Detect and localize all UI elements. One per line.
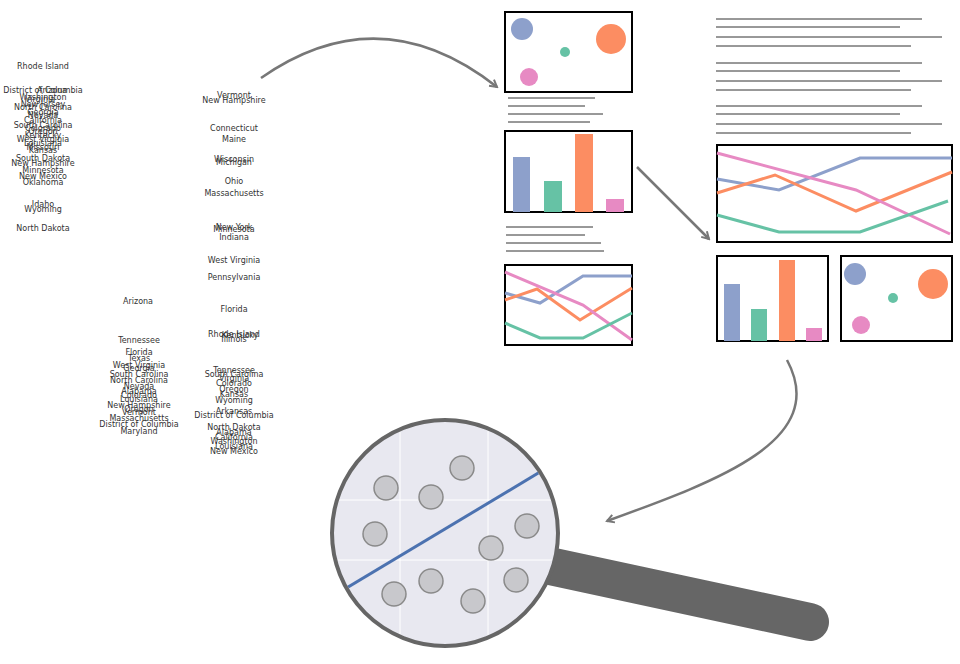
state-label: Oklahoma — [23, 178, 64, 187]
state-label: Indiana — [219, 233, 249, 242]
flow-arrow — [261, 39, 497, 87]
state-label: Tennessee — [118, 336, 160, 345]
state-label: Arizona — [123, 297, 153, 306]
mini-dashboard — [505, 12, 632, 345]
state-label: Michigan — [216, 158, 252, 167]
state-label: Pennsylvania — [208, 273, 261, 282]
state-label: Florida — [220, 305, 247, 314]
flow-arrow — [637, 167, 709, 239]
state-label: Illinois — [221, 335, 246, 344]
state-label: District of Columbia — [194, 411, 273, 420]
state-label: Minnesota — [213, 225, 254, 234]
state-label: Wyoming — [215, 396, 253, 405]
state-label: Ohio — [225, 177, 243, 186]
flow-arrow — [607, 360, 797, 521]
state-label: Kansas — [29, 146, 57, 155]
state-label: New Mexico — [210, 447, 258, 456]
state-label: Massachusetts — [204, 189, 263, 198]
state-label: West Virginia — [208, 256, 260, 265]
large-dashboard — [716, 19, 952, 341]
state-label: Wyoming — [24, 205, 62, 214]
state-label: Connecticut — [210, 124, 258, 133]
magnifier — [330, 420, 810, 650]
state-label: Rhode Island — [17, 62, 69, 71]
state-label: North Dakota — [16, 224, 69, 233]
state-label: Maine — [222, 135, 246, 144]
state-label: New Hampshire — [202, 96, 265, 105]
state-label: Maryland — [120, 427, 157, 436]
